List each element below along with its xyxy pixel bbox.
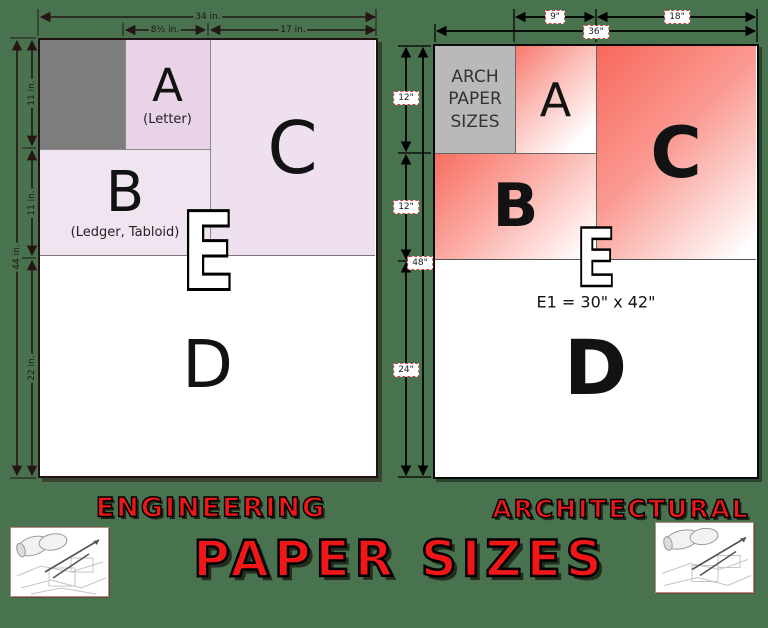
arch-dim-total-height: 48" <box>407 256 433 270</box>
engineering-size-d: D <box>40 255 375 475</box>
arch-dim-d-height: 24" <box>393 363 419 377</box>
divider <box>435 153 596 154</box>
arch-title-line2: PAPER <box>448 89 502 110</box>
divider <box>515 46 516 153</box>
size-c-label: C <box>267 105 318 190</box>
size-b-label: B <box>492 171 539 241</box>
blueprint-photo-right <box>655 522 754 593</box>
size-a-label: A <box>152 58 183 112</box>
size-b-sublabel: (Ledger, Tabloid) <box>70 224 180 240</box>
divider <box>40 255 375 256</box>
engineering-heading: ENGINEERING <box>95 492 327 525</box>
blueprint-sketch <box>11 528 108 596</box>
engineering-gray-square <box>40 40 125 149</box>
arch-dim-b-height: 12" <box>393 200 419 214</box>
eng-dim-total-width: 34 in. <box>193 12 223 22</box>
engineering-size-c: C <box>210 40 375 255</box>
arch-dim-a-height: 12" <box>393 91 419 105</box>
arch-paper-sizes-box: ARCH PAPER SIZES <box>435 46 515 153</box>
arch-title-line1: ARCH <box>451 67 499 88</box>
divider <box>40 149 210 150</box>
architectural-size-a: A <box>515 46 596 153</box>
eng-dim-a-height: 11 in. <box>27 78 37 108</box>
arch-dim-total-width: 36" <box>583 25 609 39</box>
blueprint-photo-left <box>10 527 109 597</box>
architectural-size-d: D <box>435 259 756 476</box>
architectural-size-b: B <box>435 153 596 259</box>
eng-dim-a-width: 8½ in. <box>148 25 182 35</box>
eng-dim-total-height: 44 in. <box>12 242 22 272</box>
eng-dim-c-width: 17 in. <box>278 25 308 35</box>
architectural-heading: ARCHITECTURAL <box>491 494 750 525</box>
size-d-label: D <box>182 326 233 403</box>
arch-dim-a-width: 9" <box>545 10 565 24</box>
engineering-size-e-letter: E <box>180 190 237 316</box>
divider <box>125 40 126 149</box>
blueprint-sketch <box>656 523 753 592</box>
divider <box>210 40 211 255</box>
size-a-sublabel: (Letter) <box>143 111 192 127</box>
architectural-sheet: ARCH PAPER SIZES A C B D <box>433 44 759 479</box>
architectural-size-e-letter: E <box>575 211 617 305</box>
engineering-size-a: A (Letter) <box>125 40 210 149</box>
size-d-label: D <box>563 322 628 412</box>
architectural-size-c: C <box>596 46 756 259</box>
e1-dimensions-note: E1 = 30" x 42" <box>536 292 656 312</box>
arch-dim-c-width: 18" <box>664 10 690 24</box>
arch-title-line3: SIZES <box>450 111 500 132</box>
eng-dim-b-height: 11 in. <box>27 188 37 218</box>
divider <box>596 46 597 259</box>
engineering-size-b: B (Ledger, Tabloid) <box>40 149 210 255</box>
size-a-label: A <box>539 72 572 127</box>
size-b-label: B <box>105 159 145 225</box>
eng-dim-d-height: 22 in. <box>27 353 37 383</box>
divider <box>435 259 756 260</box>
main-title: PAPER SIZES <box>192 529 607 590</box>
size-c-label: C <box>650 111 702 194</box>
engineering-sheet: A (Letter) C B (Ledger, Tabloid) D <box>38 38 378 478</box>
